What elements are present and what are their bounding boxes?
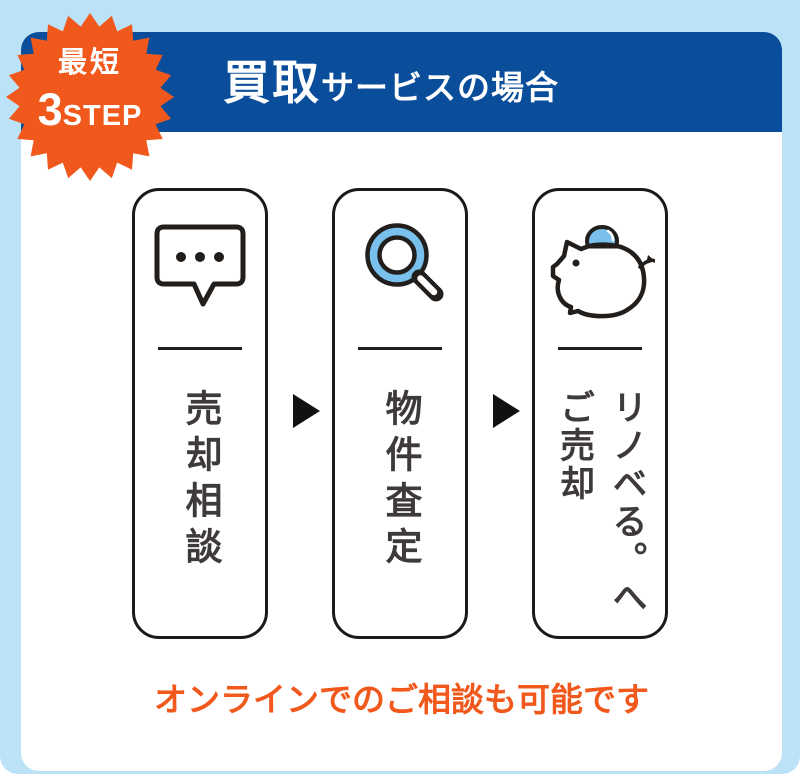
badge-label-fastest: 最短 bbox=[57, 46, 122, 79]
badge-number: 3 bbox=[37, 83, 63, 135]
card-divider bbox=[558, 347, 642, 350]
arrow-right-icon bbox=[493, 394, 520, 428]
section-title-sub: サービスの場合 bbox=[321, 68, 559, 106]
step-card-sale: リノベる。へ ご売却 bbox=[532, 188, 668, 639]
speech-bubble-icon bbox=[154, 224, 246, 315]
step-label-line: 売却相談 bbox=[179, 389, 221, 573]
step-label: リノベる。へ ご売却 bbox=[535, 389, 665, 617]
step-label-line: ご売却 bbox=[555, 389, 594, 503]
badge-step-word: STEP bbox=[62, 99, 143, 132]
piggy-bank-icon bbox=[545, 214, 657, 329]
step-label: 売却相談 bbox=[135, 389, 265, 573]
section-title: 買取サービスの場合 bbox=[223, 59, 559, 106]
step-card-consultation: 売却相談 bbox=[132, 188, 268, 639]
card-divider bbox=[358, 347, 442, 350]
starburst-icon bbox=[6, 13, 174, 181]
step-label-line: 物件査定 bbox=[379, 389, 421, 573]
arrow-right-icon bbox=[293, 394, 320, 428]
magnifier-icon bbox=[350, 207, 450, 312]
card-divider bbox=[158, 347, 242, 350]
step-card-assessment: 物件査定 bbox=[332, 188, 468, 639]
step-label-line: リノベる。へ bbox=[607, 389, 647, 617]
section-title-main: 買取 bbox=[223, 55, 321, 109]
step-label: 物件査定 bbox=[335, 389, 465, 573]
online-consultation-note: オンラインでのご相談も可能です bbox=[154, 681, 649, 718]
